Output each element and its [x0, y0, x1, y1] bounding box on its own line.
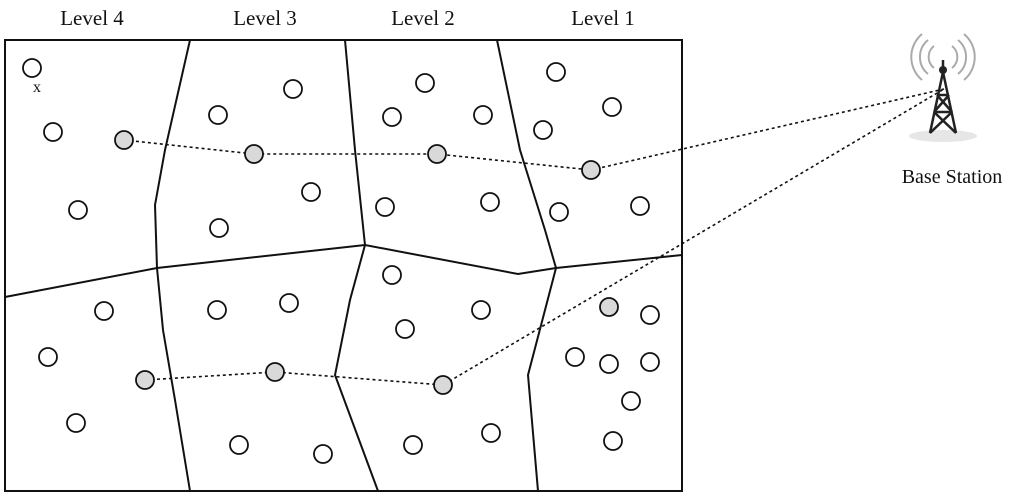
sensor-node [481, 423, 501, 443]
sensor-node [279, 293, 299, 313]
sensor-node [301, 182, 321, 202]
cluster-head-node [265, 362, 285, 382]
boundary-horizontal [4, 243, 683, 298]
sensor-node [549, 202, 569, 222]
sensor-node [640, 305, 660, 325]
sensor-node [208, 105, 228, 125]
sensor-node [621, 391, 641, 411]
region-boundaries [4, 39, 683, 492]
level-label-2: Level 2 [391, 6, 455, 30]
sensor-node [403, 435, 423, 455]
signal-icon [910, 33, 976, 81]
level-label-1: Level 1 [571, 6, 635, 30]
base-station-label: Base Station [902, 166, 1003, 188]
cluster-head-node [135, 370, 155, 390]
sensor-node [533, 120, 553, 140]
sensor-node [43, 122, 63, 142]
sensor-node [313, 444, 333, 464]
tower-shadow [909, 130, 977, 142]
sensor-node [599, 354, 619, 374]
sensor-node [68, 200, 88, 220]
cluster-head-node [114, 130, 134, 150]
sensor-node [565, 347, 585, 367]
boundary-level3-level2 [333, 39, 379, 492]
sensor-node [630, 196, 650, 216]
sensor-node [415, 73, 435, 93]
sensor-node [603, 431, 623, 451]
sensor-node [382, 107, 402, 127]
sensor-node [94, 301, 114, 321]
level-labels: Level 4 Level 3 Level 2 Level 1 [60, 6, 635, 30]
level-label-3: Level 3 [233, 6, 297, 30]
sensor-node [602, 97, 622, 117]
cluster-head-node [244, 144, 264, 164]
sensor-node [382, 265, 402, 285]
sensor-node [375, 197, 395, 217]
cluster-head-node [427, 144, 447, 164]
sensor-node [473, 105, 493, 125]
base-station: Base Station [902, 33, 1003, 188]
sensor-node [395, 319, 415, 339]
sensor-nodes [22, 58, 660, 464]
sensor-node [640, 352, 660, 372]
sensor-node [229, 435, 249, 455]
cluster-head-node [433, 375, 453, 395]
sink-marker: x [33, 79, 41, 96]
sensor-node [480, 192, 500, 212]
lower-route [144, 88, 945, 386]
boundary-level2-level1 [496, 39, 558, 492]
sensor-node [22, 58, 42, 78]
sensor-node [207, 300, 227, 320]
sensor-node [66, 413, 86, 433]
level-label-4: Level 4 [60, 6, 124, 30]
sensor-node [471, 300, 491, 320]
sensor-node [38, 347, 58, 367]
sensor-node [209, 218, 229, 238]
antenna-tip [939, 66, 947, 74]
sensor-node [546, 62, 566, 82]
cluster-head-node [581, 160, 601, 180]
sensor-field-border [4, 39, 683, 492]
sensor-node [283, 79, 303, 99]
cluster-head-node [599, 297, 619, 317]
